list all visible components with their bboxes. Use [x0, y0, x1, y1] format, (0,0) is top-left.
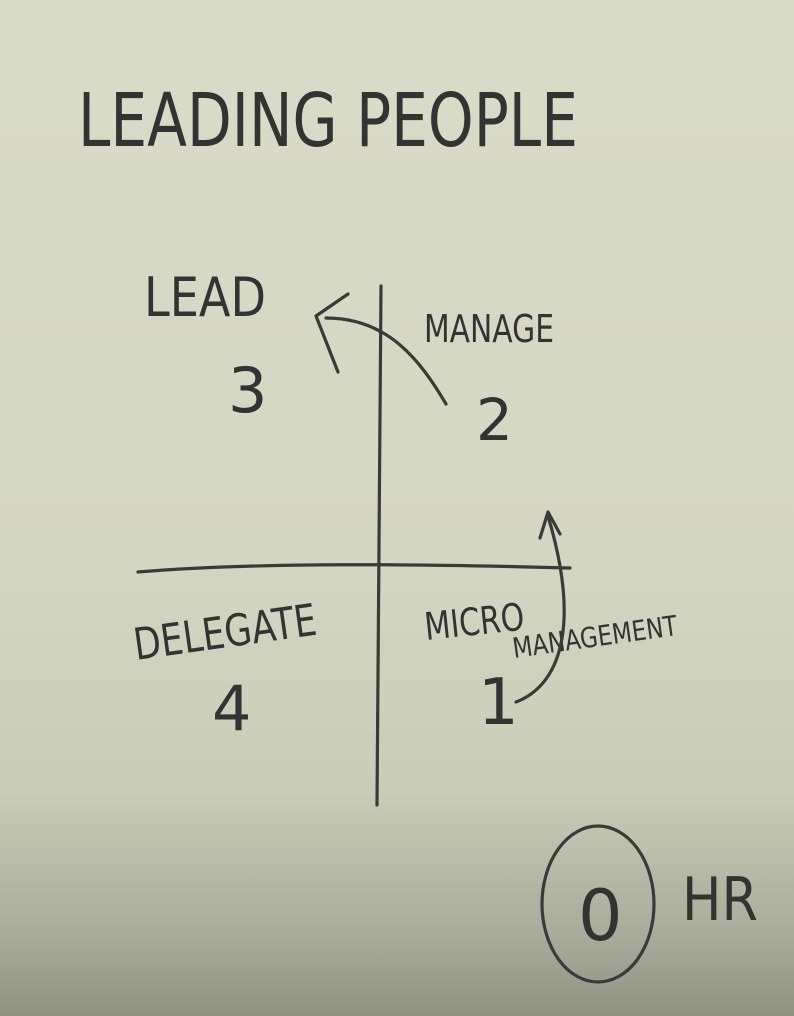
arrow-manage-to-lead	[324, 316, 448, 406]
manage-label: MANAGE	[424, 307, 554, 351]
vertical-axis	[375, 284, 383, 807]
delegate-label: DELEGATE	[130, 595, 319, 671]
lead-label: LEAD	[144, 266, 266, 329]
circle-mark	[540, 824, 656, 984]
arrow-micro-to-manage	[514, 514, 566, 704]
manage-number: 2	[476, 386, 513, 454]
arrow-manage-to-lead-head	[314, 292, 350, 374]
hr-label: HR	[682, 865, 758, 935]
micro-number: 1	[478, 666, 519, 740]
horizontal-axis	[136, 563, 572, 574]
lead-number: 3	[228, 354, 267, 427]
micro-label: MICRO	[422, 595, 526, 649]
arrow-micro-to-manage-head	[538, 510, 562, 540]
circled-number: 0	[578, 875, 623, 957]
delegate-number: 4	[212, 672, 251, 745]
diagram-title: LEADING PEOPLE	[78, 78, 578, 164]
management-label: MANAGEMENT	[510, 609, 680, 665]
